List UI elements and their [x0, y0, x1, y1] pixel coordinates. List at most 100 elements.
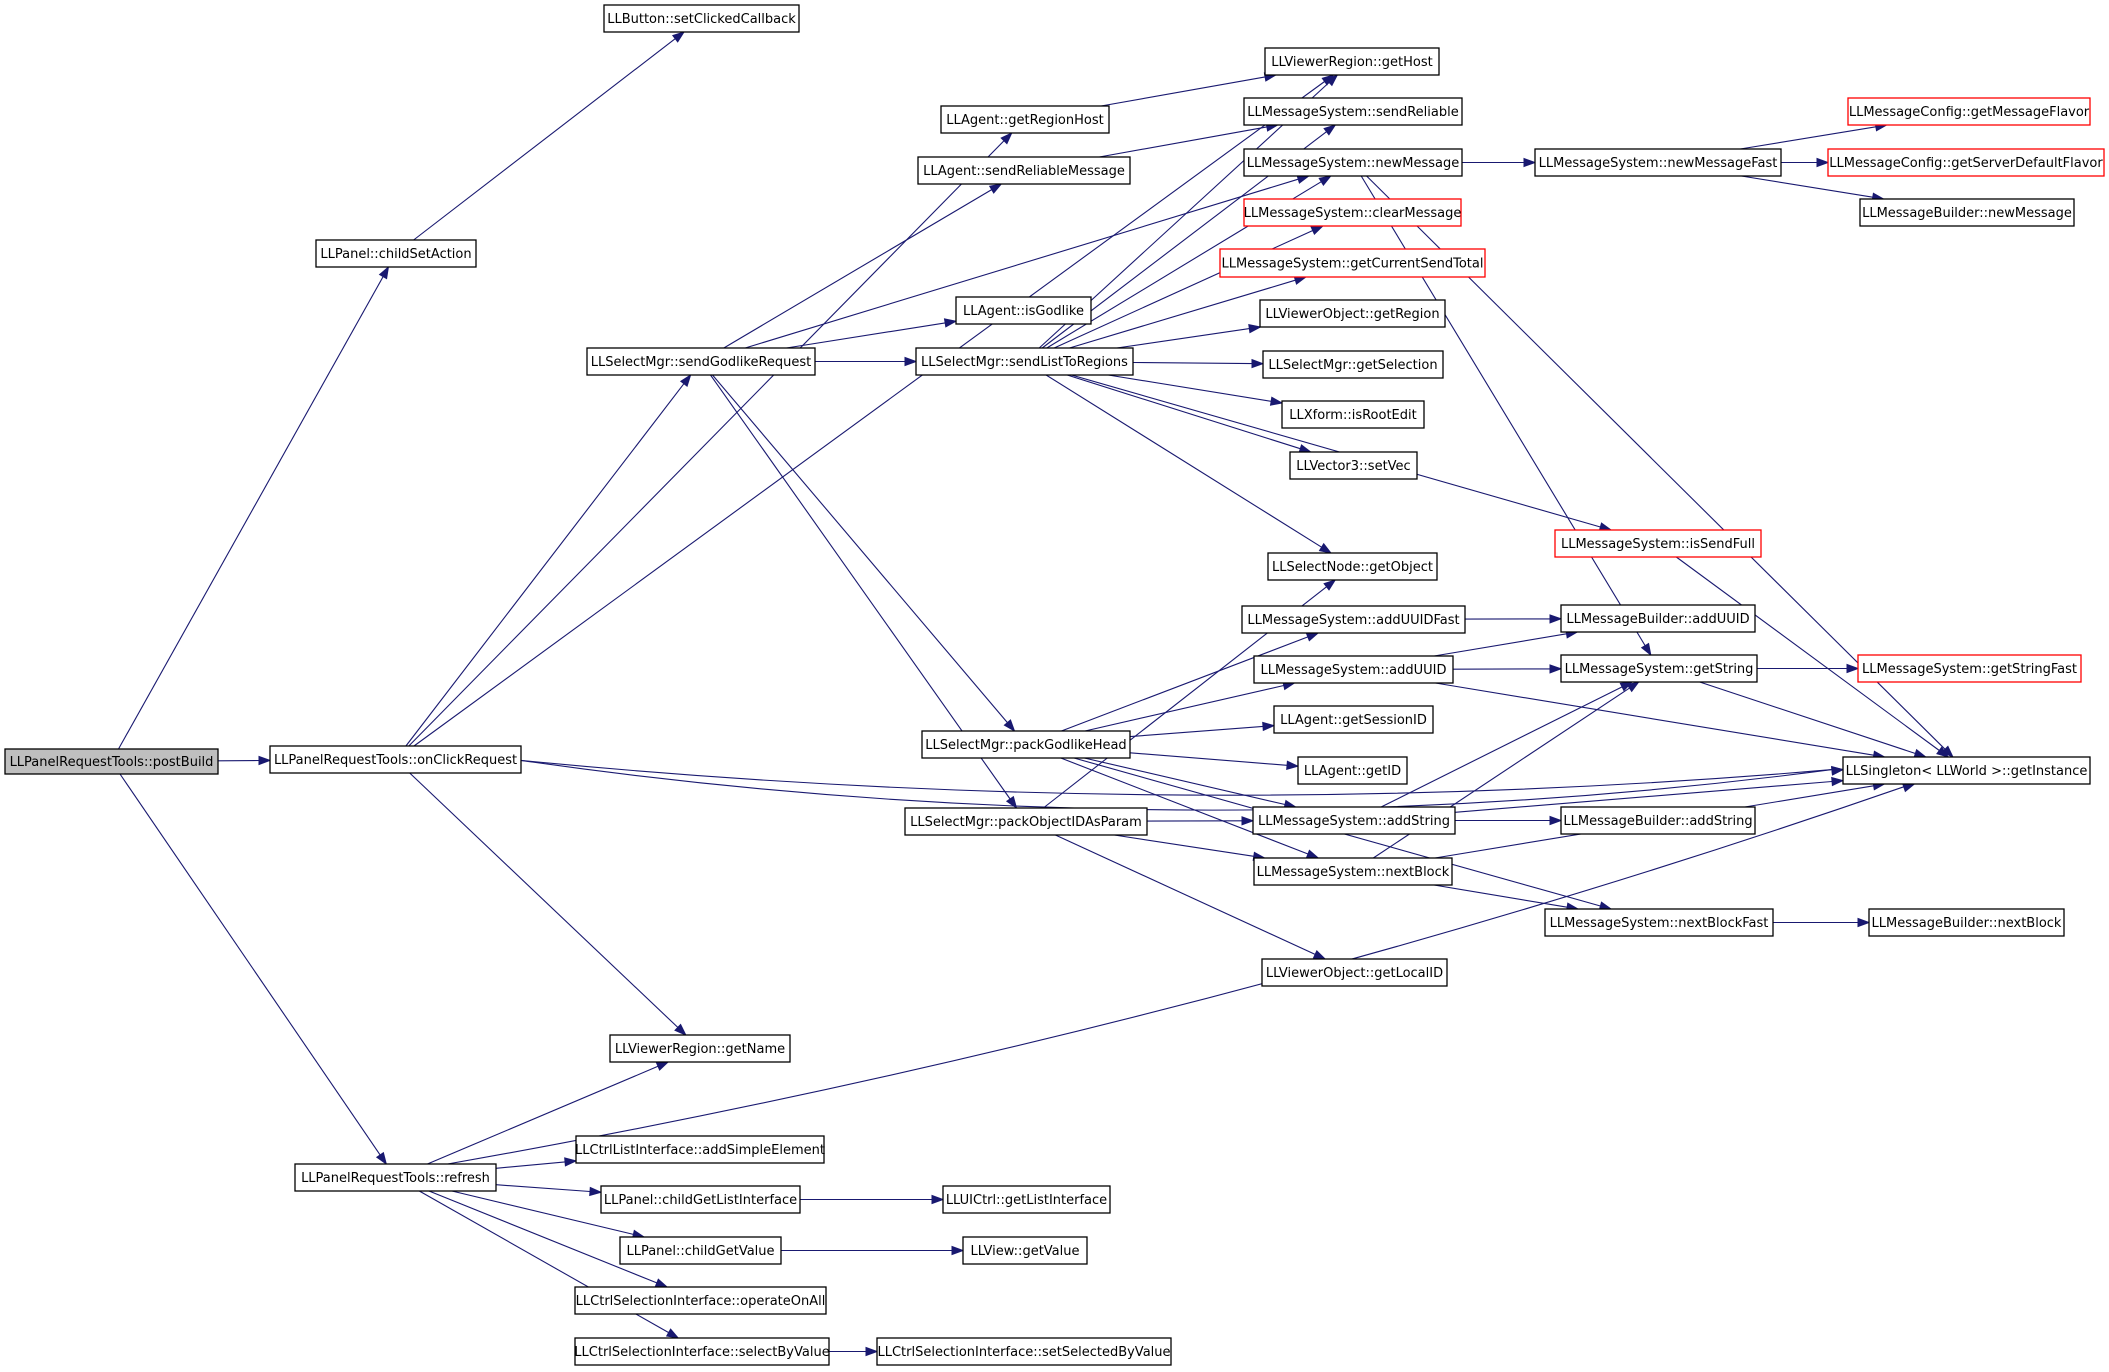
- node-label-getID: LLAgent::getID: [1304, 764, 1401, 779]
- node-sendGodlikeRequest[interactable]: LLSelectMgr::sendGodlikeRequest: [586, 347, 816, 376]
- node-box-setSelectedByValue: [876, 1337, 1172, 1366]
- node-getObject[interactable]: LLSelectNode::getObject: [1267, 552, 1438, 581]
- node-label-getMessageFlavor: LLMessageConfig::getMessageFlavor: [1849, 105, 2090, 120]
- arrowhead-refresh-to-getInstance: [1901, 783, 1916, 793]
- node-box-getCurrentSendTotal: [1219, 248, 1486, 278]
- node-postBuild[interactable]: LLPanelRequestTools::postBuild: [4, 748, 219, 775]
- node-label-nextBlock: LLMessageSystem::nextBlock: [1257, 865, 1450, 880]
- node-getServerDefaultFlavor[interactable]: LLMessageConfig::getServerDefaultFlavor: [1827, 148, 2105, 177]
- node-isGodlike[interactable]: LLAgent::isGodlike: [955, 296, 1092, 325]
- node-box-newMessageFast: [1534, 148, 1782, 177]
- node-getID[interactable]: LLAgent::getID: [1297, 756, 1408, 785]
- node-childSetAction[interactable]: LLPanel::childSetAction: [315, 239, 477, 268]
- node-builderAddUUID[interactable]: LLMessageBuilder::addUUID: [1560, 604, 1756, 633]
- node-getMessageFlavor[interactable]: LLMessageConfig::getMessageFlavor: [1847, 97, 2091, 126]
- node-sendListToRegions[interactable]: LLSelectMgr::sendListToRegions: [915, 347, 1134, 376]
- node-newMessage[interactable]: LLMessageSystem::newMessage: [1243, 148, 1463, 177]
- node-addString[interactable]: LLMessageSystem::addString: [1252, 806, 1456, 835]
- node-label-sendGodlikeRequest: LLSelectMgr::sendGodlikeRequest: [591, 355, 812, 370]
- node-box-clearMessage: [1243, 198, 1462, 227]
- node-getInstance[interactable]: LLSingleton< LLWorld >::getInstance: [1842, 756, 2091, 785]
- arrowhead-sendListToRegions-to-getRegion: [1248, 323, 1262, 334]
- node-operateOnAll[interactable]: LLCtrlSelectionInterface::operateOnAll: [574, 1286, 827, 1315]
- node-nextBlock[interactable]: LLMessageSystem::nextBlock: [1253, 857, 1453, 886]
- node-getString[interactable]: LLMessageSystem::getString: [1560, 654, 1758, 683]
- node-getCurrentSendTotal[interactable]: LLMessageSystem::getCurrentSendTotal: [1219, 248, 1486, 278]
- node-nextBlockFast[interactable]: LLMessageSystem::nextBlockFast: [1544, 908, 1774, 937]
- edge-sendListToRegions-to-getCurrentSendTotal: [1069, 279, 1296, 349]
- arrowhead-nextBlock-to-getString: [1626, 681, 1640, 693]
- node-label-builderNextBlock: LLMessageBuilder::nextBlock: [1872, 916, 2062, 931]
- node-builderNewMessage[interactable]: LLMessageBuilder::newMessage: [1859, 198, 2075, 227]
- node-getName[interactable]: LLViewerRegion::getName: [609, 1034, 791, 1063]
- node-getLocalID[interactable]: LLViewerObject::getLocalID: [1261, 958, 1448, 987]
- node-clearMessage[interactable]: LLMessageSystem::clearMessage: [1243, 198, 1462, 227]
- arrowhead-sendGodlikeRequest-to-sendListToRegions: [904, 356, 918, 367]
- node-isRootEdit[interactable]: LLXform::isRootEdit: [1281, 400, 1425, 429]
- edge-getRegionHost-to-getHost: [1101, 76, 1266, 107]
- node-label-builderAddString: LLMessageBuilder::addString: [1563, 814, 1752, 829]
- node-packGodlikeHead[interactable]: LLSelectMgr::packGodlikeHead: [921, 730, 1131, 759]
- node-box-builderAddString: [1560, 806, 1756, 835]
- node-box-onClickRequest: [269, 745, 522, 774]
- node-addSimpleElement[interactable]: LLCtrlListInterface::addSimpleElement: [575, 1135, 825, 1164]
- arrowhead-newMessage-to-getInstance: [1941, 745, 1954, 759]
- edge-packGodlikeHead-to-addUUIDFast: [1061, 636, 1309, 732]
- node-setVec[interactable]: LLVector3::setVec: [1289, 451, 1418, 480]
- node-childGetValue[interactable]: LLPanel::childGetValue: [619, 1236, 782, 1265]
- node-builderNextBlock[interactable]: LLMessageBuilder::nextBlock: [1868, 908, 2065, 937]
- node-label-childGetListInterface: LLPanel::childGetListInterface: [604, 1193, 797, 1208]
- arrowhead-packGodlikeHead-to-getSessionID: [1262, 721, 1276, 732]
- edge-postBuild-to-refresh: [119, 773, 381, 1156]
- edge-refresh-to-operateOnAll: [428, 1190, 658, 1284]
- node-onClickRequest[interactable]: LLPanelRequestTools::onClickRequest: [269, 745, 522, 774]
- edge-sendListToRegions-to-setVec: [1067, 374, 1301, 450]
- node-label-clearMessage: LLMessageSystem::clearMessage: [1244, 206, 1462, 221]
- arrowhead-onClickRequest-to-getInstance: [1831, 766, 1845, 776]
- node-addUUID[interactable]: LLMessageSystem::addUUID: [1253, 655, 1454, 684]
- node-refresh[interactable]: LLPanelRequestTools::refresh: [294, 1163, 497, 1192]
- edge-sendListToRegions-to-getSelection: [1132, 361, 1253, 365]
- node-getRegionHost[interactable]: LLAgent::getRegionHost: [940, 105, 1110, 134]
- node-label-sendReliable: LLMessageSystem::sendReliable: [1247, 105, 1458, 120]
- node-addUUIDFast[interactable]: LLMessageSystem::addUUIDFast: [1241, 605, 1466, 634]
- node-box-refresh: [294, 1163, 497, 1192]
- node-childGetListInterface[interactable]: LLPanel::childGetListInterface: [600, 1185, 801, 1214]
- node-selectByValue[interactable]: LLCtrlSelectionInterface::selectByValue: [574, 1337, 830, 1366]
- node-getListInterface[interactable]: LLUICtrl::getListInterface: [942, 1185, 1111, 1214]
- node-label-getObject: LLSelectNode::getObject: [1272, 560, 1433, 575]
- node-builderAddString[interactable]: LLMessageBuilder::addString: [1560, 806, 1756, 835]
- node-box-getListInterface: [942, 1185, 1111, 1214]
- node-sendReliable[interactable]: LLMessageSystem::sendReliable: [1243, 97, 1463, 126]
- edge-onClickRequest-to-getRegionHost: [408, 140, 1005, 747]
- arrowhead-addString-to-getInstance: [1831, 776, 1845, 787]
- node-getHost[interactable]: LLViewerRegion::getHost: [1264, 47, 1440, 76]
- node-label-getRegionHost: LLAgent::getRegionHost: [946, 113, 1103, 128]
- edge-childSetAction-to-setClickedCallback: [413, 38, 676, 241]
- node-sendReliableMessage[interactable]: LLAgent::sendReliableMessage: [917, 156, 1131, 185]
- node-isSendFull[interactable]: LLMessageSystem::isSendFull: [1554, 529, 1762, 558]
- arrowhead-nextBlockFast-to-builderNextBlock: [1857, 917, 1871, 928]
- node-getValue[interactable]: LLView::getValue: [962, 1236, 1088, 1265]
- arrowhead-sendGodlikeRequest-to-packGodlikeHead: [1003, 719, 1016, 733]
- node-packObjectIDAsParam[interactable]: LLSelectMgr::packObjectIDAsParam: [904, 807, 1148, 836]
- node-label-builderNewMessage: LLMessageBuilder::newMessage: [1862, 206, 2072, 221]
- node-setClickedCallback[interactable]: LLButton::setClickedCallback: [603, 4, 800, 33]
- node-box-getStringFast: [1857, 654, 2082, 683]
- node-newMessageFast[interactable]: LLMessageSystem::newMessageFast: [1534, 148, 1782, 177]
- node-box-operateOnAll: [574, 1286, 827, 1315]
- arrowhead-isSendFull-to-getInstance: [1936, 746, 1950, 758]
- edge-newMessageFast-to-builderNewMessage: [1741, 175, 1873, 198]
- node-getSessionID[interactable]: LLAgent::getSessionID: [1273, 705, 1434, 734]
- arrowhead-getString-to-getInstance: [1913, 748, 1928, 758]
- node-setSelectedByValue[interactable]: LLCtrlSelectionInterface::setSelectedByV…: [876, 1337, 1172, 1366]
- node-label-getRegion: LLViewerObject::getRegion: [1265, 307, 1439, 322]
- node-getSelection[interactable]: LLSelectMgr::getSelection: [1262, 350, 1444, 379]
- edge-addString-to-getInstance: [1454, 780, 1833, 813]
- node-label-setClickedCallback: LLButton::setClickedCallback: [607, 12, 796, 27]
- arrowhead-sendListToRegions-to-clearMessage: [1310, 225, 1325, 236]
- arrowhead-refresh-to-operateOnAll: [654, 1278, 669, 1288]
- node-getStringFast[interactable]: LLMessageSystem::getStringFast: [1857, 654, 2082, 683]
- node-getRegion[interactable]: LLViewerObject::getRegion: [1259, 299, 1446, 328]
